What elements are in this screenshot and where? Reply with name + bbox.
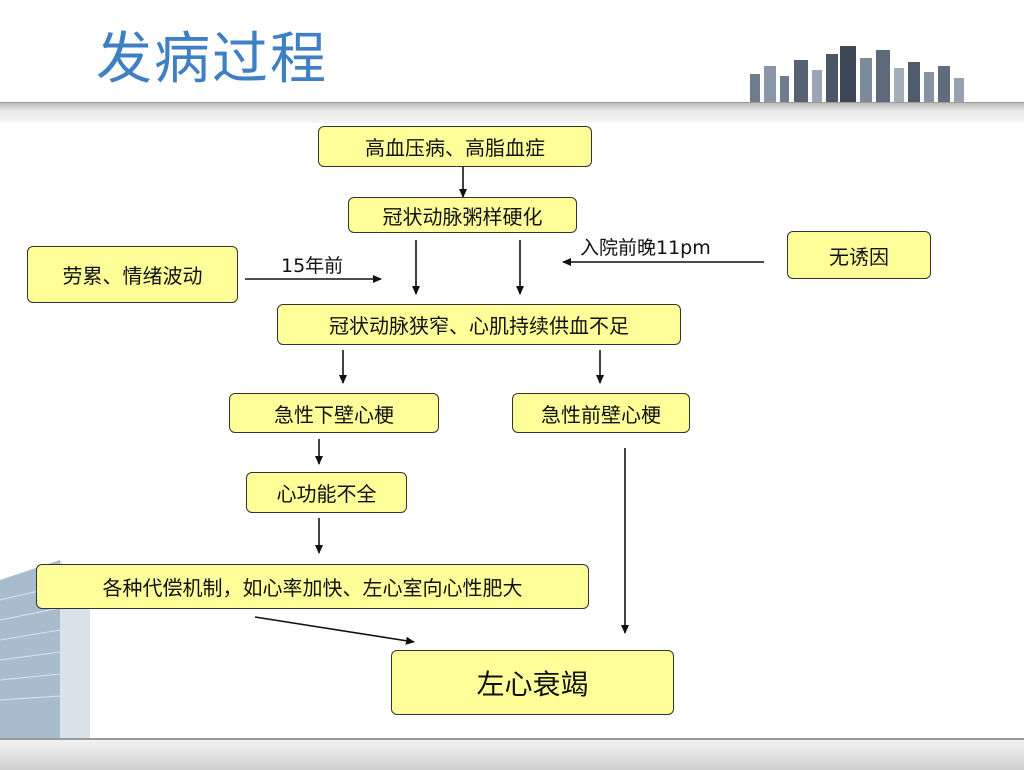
label-night-before-admission: 入院前晚11pm bbox=[580, 237, 711, 259]
header-band bbox=[0, 102, 1024, 123]
footer-band bbox=[0, 738, 1024, 770]
node-anterior-mi: 急性前壁心梗 bbox=[512, 393, 690, 433]
node-fatigue: 劳累、情绪波动 bbox=[27, 246, 238, 303]
node-no-trigger: 无诱因 bbox=[787, 231, 931, 279]
node-stenosis: 冠状动脉狭窄、心肌持续供血不足 bbox=[277, 304, 681, 345]
node-left-heart-failure: 左心衰竭 bbox=[391, 650, 674, 715]
node-hypertension: 高血压病、高脂血症 bbox=[318, 126, 592, 167]
node-inferior-mi: 急性下壁心梗 bbox=[229, 393, 439, 433]
label-years-ago: 15年前 bbox=[281, 255, 344, 277]
skyline-image bbox=[750, 46, 964, 106]
slide-title: 发病过程 bbox=[96, 27, 328, 92]
node-compensation: 各种代偿机制，如心率加快、左心室向心性肥大 bbox=[36, 564, 589, 609]
node-cardiac-insufficiency: 心功能不全 bbox=[246, 472, 407, 513]
arrow-compensation-to-failure bbox=[254, 616, 415, 645]
node-atherosclerosis: 冠状动脉粥样硬化 bbox=[348, 197, 577, 233]
